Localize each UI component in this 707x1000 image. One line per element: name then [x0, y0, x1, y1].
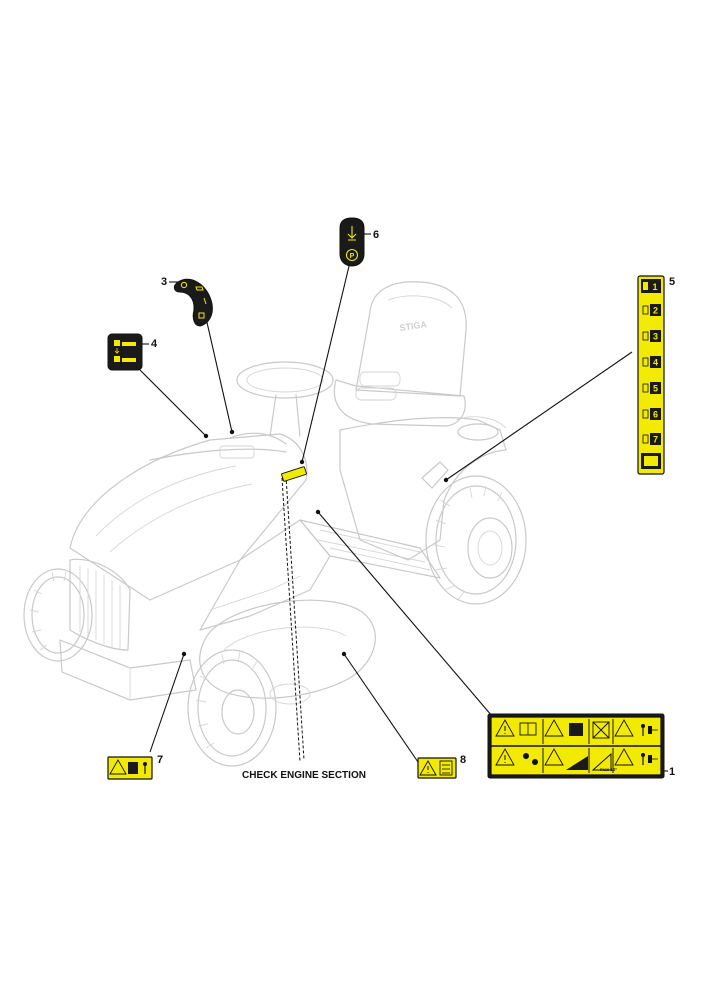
gear-cell-8	[641, 453, 661, 469]
child-hazard-icon	[523, 753, 529, 759]
tipping-icon	[566, 756, 588, 770]
callout-4: 4	[151, 338, 158, 350]
rotating-blade-icon	[592, 721, 610, 739]
front-wheel-left	[23, 568, 93, 662]
callout-8: 8	[460, 754, 466, 766]
gear-number-1: 1	[652, 282, 657, 292]
decal-6-parking-brake: P	[339, 217, 365, 267]
keep-distance-icon	[648, 726, 652, 734]
gear-cell-1: 1	[641, 279, 661, 293]
max-slope-label: max 10°	[600, 767, 617, 772]
checklist-icon	[439, 760, 453, 776]
callout-6: 6	[373, 229, 379, 241]
seat: STIGA	[333, 281, 467, 427]
gear-cell-3: 3	[642, 330, 661, 342]
tractor-mode-icon	[644, 456, 658, 466]
callout-7: 7	[157, 754, 163, 766]
steering-wheel	[236, 361, 334, 437]
gear-number-5: 5	[653, 384, 658, 394]
warning-triangle-icon-2	[495, 748, 515, 766]
tractor-outline: STIGA	[23, 281, 527, 767]
pedal-down-icon	[347, 226, 357, 241]
seat-logo: STIGA	[399, 319, 428, 333]
leader-lines	[139, 261, 633, 763]
hand-blade-warning-icon	[109, 759, 127, 775]
blade-hand-icon	[569, 723, 583, 736]
rear-fender	[339, 417, 507, 561]
gear-cell-6: 6	[642, 408, 661, 420]
decal-1-row-1	[495, 719, 658, 744]
max-slope-icon	[591, 752, 612, 771]
warning-triangle-icon-3	[614, 748, 634, 766]
gear-number-6: 6	[653, 410, 658, 420]
lock-symbol-icon	[198, 312, 205, 319]
check-engine-decal	[281, 466, 307, 482]
engine-run-icon	[195, 286, 204, 291]
rear-wheel	[425, 475, 527, 605]
front-wheel-right	[187, 649, 277, 767]
decal-5-gear-strip: 1 2 3 4 5 6 7	[637, 275, 665, 475]
warning-triangle-icon	[495, 719, 515, 737]
run-line-icon	[203, 297, 207, 305]
mower-deck	[199, 599, 376, 705]
hood	[69, 432, 308, 601]
thrown-object-icon	[614, 719, 634, 737]
callout-1: 1	[669, 766, 675, 778]
gear-number-7: 7	[653, 435, 658, 445]
gear-number-2: 2	[653, 306, 658, 316]
gear-cell-7: 7	[642, 433, 661, 445]
decal-8-deck-warning	[417, 757, 457, 779]
keep-distance-icon-7	[143, 762, 147, 766]
gear-cell-4: 4	[642, 356, 661, 368]
parking-brake-symbol: P	[350, 253, 355, 260]
slope-hazard-icon	[544, 748, 564, 766]
decal-1-row-2: max 10°	[495, 748, 658, 773]
keep-distance-icon-2	[648, 755, 652, 763]
grille	[69, 558, 131, 651]
callout-5: 5	[669, 276, 675, 288]
check-engine-caption: CHECK ENGINE SECTION	[242, 770, 366, 781]
lift-lever-icon	[114, 340, 136, 362]
blade-hazard-icon	[544, 719, 564, 737]
attachment-dots	[181, 429, 449, 657]
warning-triangle-icon-8	[419, 760, 437, 776]
callout-3: 3	[161, 276, 167, 288]
gear-cell-2: 2	[642, 304, 661, 316]
decal-7-blade-warning	[107, 756, 153, 780]
footboard	[299, 519, 441, 579]
gear-number-3: 3	[653, 332, 658, 342]
decal-3-ignition	[173, 278, 213, 327]
stop-symbol-icon	[180, 281, 188, 289]
decal-1-safety-warnings: max 10°	[487, 713, 665, 779]
gear-cell-5: 5	[642, 382, 661, 394]
gear-number-4: 4	[653, 358, 658, 368]
decal-4-lift-lever	[107, 333, 143, 371]
parking-brake-icon	[345, 248, 359, 262]
